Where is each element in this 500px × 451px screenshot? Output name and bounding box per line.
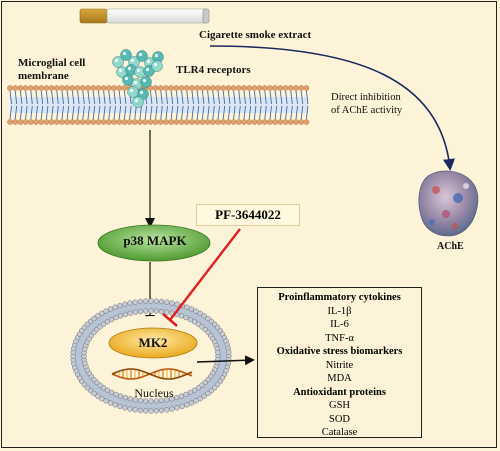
outcome-item: MDA [327,373,352,384]
cigarette-icon [79,8,210,24]
membrane-label-line1: Microglial cell [18,57,86,69]
tlr4-receptor-icon [112,49,164,108]
outcome-item: SOD [328,413,350,425]
direct-inhibition-line2: of AChE activity [331,105,403,116]
dna-helix-icon [111,368,193,380]
outcome-item: Nitrite [325,359,354,371]
tlr4-label: TLR4 receptors [176,64,251,76]
outcome-item: TNF-α [325,332,354,344]
cigarette-label: Cigarette smoke extract [199,29,312,41]
outcome-heading: Proinflammatory cytokines [278,292,401,303]
outcomes-box: Proinflammatory cytokines IL-1β IL-6 TNF… [257,287,422,438]
outcome-heading: Oxidative stress biomarkers [276,346,403,357]
outcome-item: Catalase [321,427,358,438]
ache-label: AChE [437,241,464,252]
inhibitor-box: PF-3644022 [196,204,300,226]
outcome-heading: Antioxidant proteins [293,386,386,398]
ache-protein-icon [418,170,479,237]
membrane-bilayer-icon [7,85,310,125]
arrow-mk2-to-outcomes [196,355,255,366]
mk2-ellipse [108,327,198,359]
direct-inhibition-line1: Direct inhibition [331,92,401,103]
inhibition-line [162,228,241,327]
outcome-item: IL-6 [330,319,349,330]
direct-inhibition-label: Direct inhibition of AChE activity [331,91,402,117]
nucleus-label: Nucleus [134,386,174,400]
p38-label: p38 MAPK [123,233,187,248]
outcome-item: GSH [328,400,350,411]
curved-arrow-to-ache [209,45,455,171]
p38-ellipse [97,224,211,262]
membrane-label: Microglial cell membrane [18,57,85,83]
membrane-label-line2: membrane [18,70,69,82]
outcome-item: IL-1β [327,305,352,317]
mk2-label: MK2 [138,335,168,350]
